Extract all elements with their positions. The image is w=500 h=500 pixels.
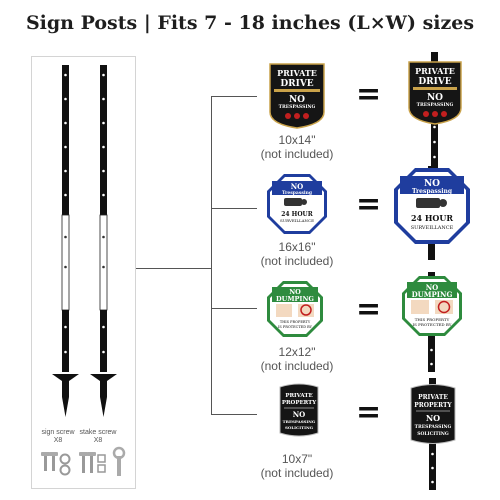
equals-row-4: = (356, 395, 382, 430)
stake-screw-label: stake screw X8 (79, 429, 117, 444)
page-title: Sign Posts | Fits 7 - 18 inches (L×W) si… (25, 12, 475, 34)
svg-text:SURVEILLANCE: SURVEILLANCE (411, 225, 454, 231)
svg-text:DUMPING: DUMPING (412, 290, 453, 299)
svg-text:24 HOUR: 24 HOUR (411, 213, 453, 223)
svg-text:NO: NO (426, 413, 440, 423)
svg-text:DRIVE: DRIVE (418, 77, 451, 87)
svg-text:TRESPASSING: TRESPASSING (279, 104, 316, 110)
svg-text:THIS PROPERTY: THIS PROPERTY (415, 317, 450, 322)
connector-row-2 (211, 208, 257, 209)
sign-posts-illustration (41, 65, 126, 476)
connector-horizontal-main (136, 268, 211, 269)
posts-panel: sign screw X8 stake screw X8 (31, 56, 136, 489)
private-property-sign: PRIVATE PROPERTY NO TRESPASSING SOLICITI… (279, 383, 319, 437)
svg-text:PRIVATE: PRIVATE (418, 394, 448, 401)
connector-vertical (211, 96, 212, 414)
stake-screw-icon (79, 452, 106, 473)
svg-text:DRIVE: DRIVE (280, 79, 313, 89)
connector-row-4 (211, 414, 257, 415)
mounted-private-property-sign: PRIVATE PROPERTY NO TRESPASSING SOLICITI… (410, 378, 456, 490)
equals-row-3: = (356, 292, 382, 327)
svg-text:NO: NO (426, 283, 439, 292)
svg-text:SURVEILLANCE: SURVEILLANCE (280, 218, 314, 223)
svg-text:TRESPASSING: TRESPASSING (415, 424, 452, 430)
wrench-icon (112, 446, 126, 476)
no-trespassing-surveillance-sign: NO Trespassing 24 HOUR SURVEILLANCE (267, 174, 327, 234)
svg-text:PRIVATE: PRIVATE (415, 66, 455, 76)
svg-text:Trespassing: Trespassing (412, 188, 453, 195)
svg-text:DUMPING: DUMPING (276, 295, 314, 303)
svg-text:PRIVATE: PRIVATE (277, 68, 317, 78)
svg-text:TRESPASSING: TRESPASSING (417, 102, 454, 108)
svg-text:Trespassing: Trespassing (282, 190, 313, 196)
svg-text:IS PROTECTED BY: IS PROTECTED BY (278, 325, 313, 329)
svg-text:NO: NO (293, 410, 306, 419)
equals-row-1: = (356, 77, 382, 112)
mounted-no-trespassing-sign: NO Trespassing 24 HOUR SURVEILLANCE (394, 166, 470, 260)
svg-text:NO: NO (289, 95, 305, 105)
no-dumping-sign: NO DUMPING THIS PROPERTY IS PROTECTED BY (267, 281, 323, 337)
svg-text:TRESPASSING: TRESPASSING (283, 419, 316, 424)
svg-text:NO: NO (424, 179, 440, 189)
mounted-no-dumping-sign: NO DUMPING THIS PROPERTY IS PROTECTED BY (402, 272, 462, 372)
size-label-row-3: 12x12" (not included) (260, 345, 334, 373)
svg-text:SOLICITING: SOLICITING (417, 431, 449, 437)
svg-text:THIS PROPERTY: THIS PROPERTY (280, 320, 311, 324)
svg-text:PROPERTY: PROPERTY (414, 402, 452, 409)
svg-text:PROPERTY: PROPERTY (282, 400, 316, 406)
post-2 (90, 65, 117, 417)
sign-screw-icon (41, 452, 71, 476)
private-drive-sign: PRIVATE DRIVE NO TRESPASSING (269, 63, 325, 129)
svg-text:PRIVATE: PRIVATE (285, 393, 312, 399)
sign-screw-label: sign screw X8 (41, 429, 75, 444)
svg-text:NO: NO (291, 182, 304, 191)
svg-text:IS PROTECTED BY: IS PROTECTED BY (413, 322, 452, 327)
svg-text:SOLICITING: SOLICITING (285, 425, 314, 430)
size-label-row-1: 10x14" (not included) (260, 133, 334, 161)
size-label-row-4: 10x7" (not included) (260, 452, 334, 480)
post-1 (52, 65, 79, 417)
svg-text:NO: NO (427, 93, 443, 103)
equals-row-2: = (356, 187, 382, 222)
connector-row-3 (211, 308, 257, 309)
size-label-row-2: 16x16" (not included) (260, 240, 334, 268)
connector-row-1 (211, 96, 257, 97)
mounted-private-drive-sign: PRIVATE DRIVE NO TRESPASSING (408, 52, 462, 172)
svg-text:24 HOUR: 24 HOUR (281, 211, 314, 218)
svg-text:NO: NO (289, 288, 301, 296)
